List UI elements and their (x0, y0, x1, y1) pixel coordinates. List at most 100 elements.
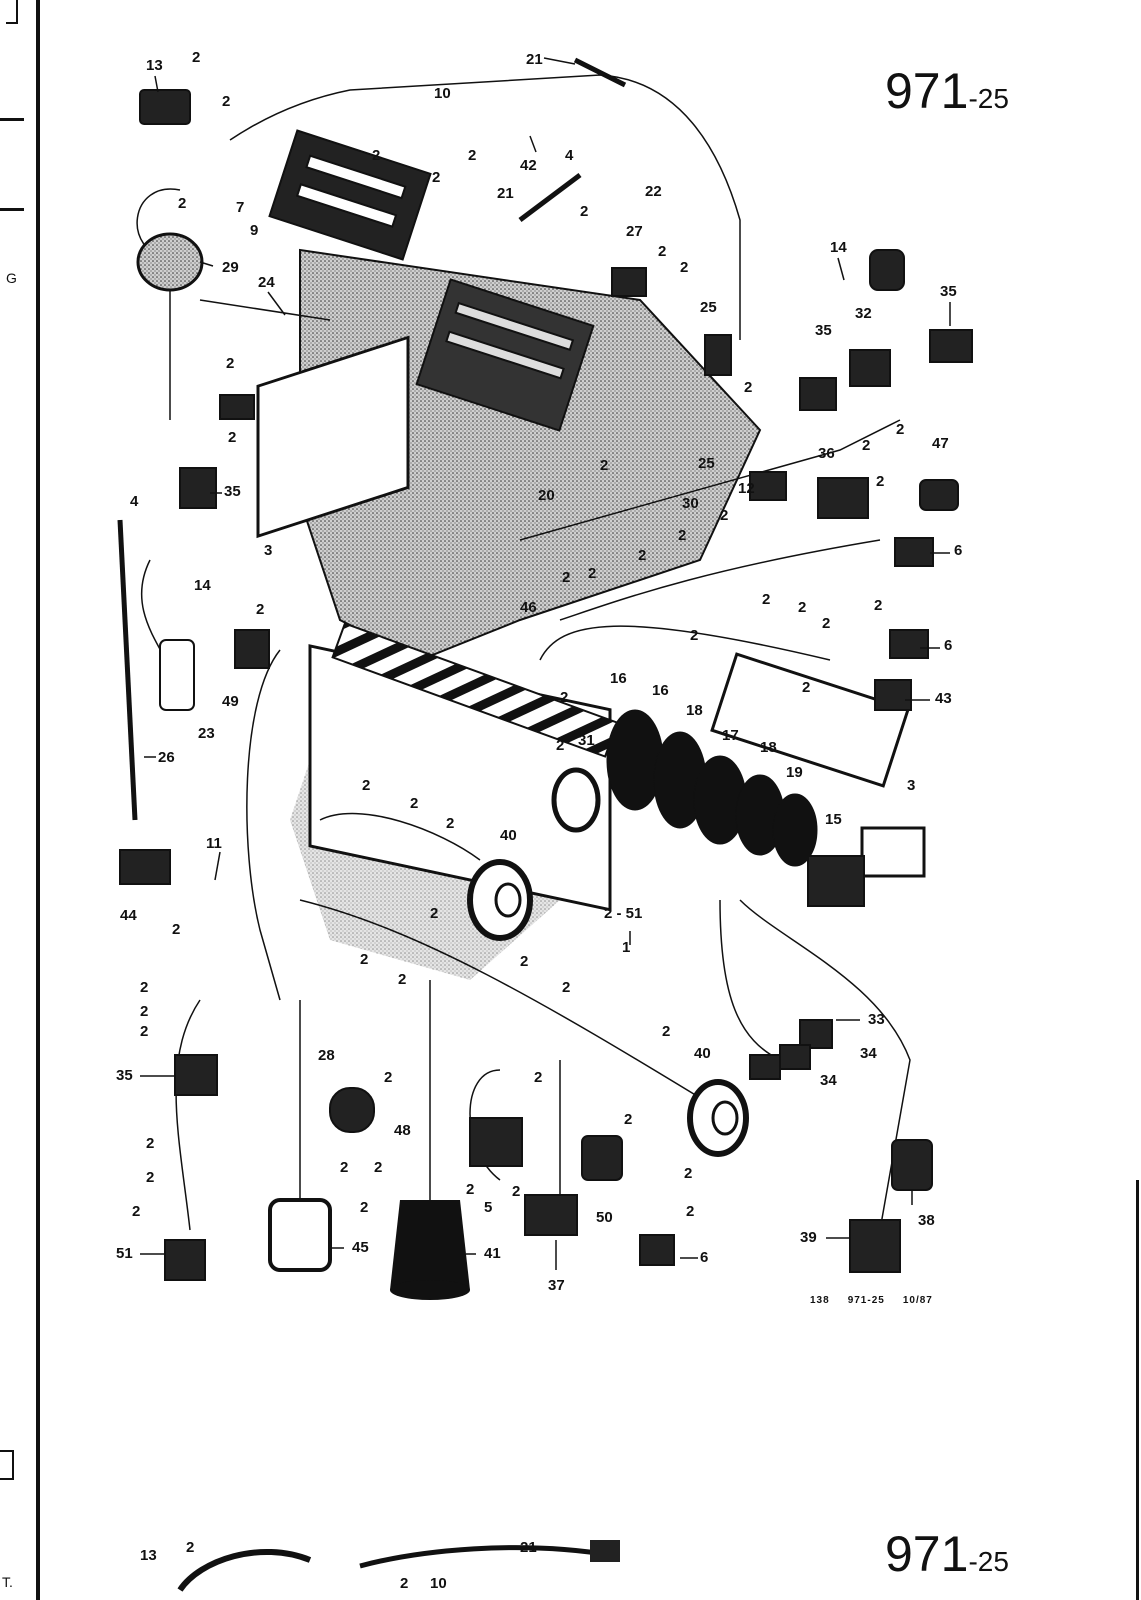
callout-2-repeat: 2 (400, 1575, 408, 1592)
callout-40: 40 (500, 827, 517, 844)
callout-2: 2 (684, 1165, 692, 1182)
callout-6c: 6 (700, 1249, 708, 1266)
callout-2: 2 (140, 979, 148, 996)
callout-2: 2 (132, 1203, 140, 1220)
callout-49: 49 (222, 693, 239, 710)
callout-2: 2 (226, 355, 234, 372)
callout-2: 2 (360, 951, 368, 968)
sheet-number: 971-25 (885, 63, 1009, 119)
callout-26: 26 (158, 749, 175, 766)
right-edge (1136, 1180, 1139, 1600)
callout-2: 2 (720, 507, 728, 524)
callout-2: 2 (690, 627, 698, 644)
callout-36: 36 (818, 445, 835, 462)
callout-2: 2 (140, 1003, 148, 1020)
callout-2: 2 (562, 979, 570, 996)
callout-2: 2 (560, 689, 568, 706)
binding-tick (0, 208, 24, 211)
rods (117, 57, 627, 821)
callout-4b: 4 (130, 493, 139, 510)
grommet-29 (136, 232, 204, 292)
callout-17: 17 (722, 727, 739, 744)
leader-lines (140, 57, 951, 1270)
small-connectors (119, 89, 973, 1281)
callout-28: 28 (318, 1047, 335, 1064)
callout-2: 2 (680, 259, 688, 276)
connector-strip-right (710, 652, 910, 788)
callout-2: 2 (146, 1169, 154, 1186)
callout-3: 3 (264, 542, 272, 559)
relay-block-center (415, 278, 595, 432)
callout-13-repeat: 13 (140, 1547, 157, 1564)
callout-2: 2 (384, 1069, 392, 1086)
binding-edge (36, 0, 40, 1600)
callout-2: 2 (466, 1181, 474, 1198)
callout-25b: 25 (698, 455, 715, 472)
callout-41: 41 (484, 1245, 501, 1262)
callout-18: 18 (686, 702, 703, 719)
callout-10: 10 (434, 85, 451, 102)
callout-29: 29 (222, 259, 239, 276)
callout-6b: 6 (944, 637, 952, 654)
grommet-31 (551, 767, 601, 833)
callout-16b: 16 (652, 682, 669, 699)
callout-2: 2 (172, 921, 180, 938)
callout-14: 14 (830, 239, 847, 256)
callout-9: 9 (250, 222, 258, 239)
callout-2: 2 (658, 243, 666, 260)
callout-16: 16 (610, 670, 627, 687)
callout-2: 2 (762, 591, 770, 608)
callout-2: 2 (140, 1023, 148, 1040)
callout-2: 2 (228, 429, 236, 446)
sensor-45 (268, 1198, 332, 1272)
callout-21: 21 (526, 51, 543, 68)
callout-39: 39 (800, 1229, 817, 1246)
callout-45: 45 (352, 1239, 369, 1256)
callout-21-repeat: 21 (520, 1539, 537, 1556)
callout-2: 2 (222, 93, 230, 110)
callout-2: 2 (822, 615, 830, 632)
callout-6: 6 (954, 542, 962, 559)
callout-34b: 34 (820, 1072, 837, 1089)
callout-46: 46 (520, 599, 537, 616)
callout-51: 51 (116, 1245, 133, 1262)
relay-15 (807, 855, 865, 907)
callout-2: 2 (638, 547, 646, 564)
margin-letter-bottom: T. (2, 1574, 13, 1590)
callout-2: 2 (340, 1159, 348, 1176)
callout-27: 27 (626, 223, 643, 240)
harness-cables (136, 74, 911, 1231)
callout-2: 2 (562, 569, 570, 586)
callout-2: 2 (556, 737, 564, 754)
grommet-40-a (467, 859, 533, 941)
callout-2: 2 (662, 1023, 670, 1040)
callout-2: 2 (146, 1135, 154, 1152)
callout-2: 2 (398, 971, 406, 988)
callout-22: 22 (645, 183, 662, 200)
callout-labels: 13 2 21 10 42 4 22 7 9 29 24 21 27 14 35… (116, 49, 962, 1294)
callout-2: 2 (678, 527, 686, 544)
callout-32: 32 (855, 305, 872, 322)
relay-3 (860, 826, 926, 878)
binding-bracket-top (6, 0, 18, 24)
callout-2: 2 (362, 777, 370, 794)
callout-15: 15 (825, 811, 842, 828)
callout-10-repeat: 10 (430, 1575, 447, 1592)
callout-40b: 40 (694, 1045, 711, 1062)
fuse-box-left (256, 335, 410, 539)
callout-31: 31 (578, 732, 595, 749)
callout-2: 2 (432, 169, 440, 186)
callout-42: 42 (520, 157, 537, 174)
callout-35b: 35 (815, 322, 832, 339)
harness-core-shade (299, 248, 762, 662)
callout-35: 35 (940, 283, 957, 300)
callout-2: 2 (876, 473, 884, 490)
grommet-40-b (687, 1079, 749, 1157)
callout-5: 5 (484, 1199, 492, 1216)
callout-2: 2 (534, 1069, 542, 1086)
callout-19: 19 (786, 764, 803, 781)
callout-3b: 3 (907, 777, 915, 794)
